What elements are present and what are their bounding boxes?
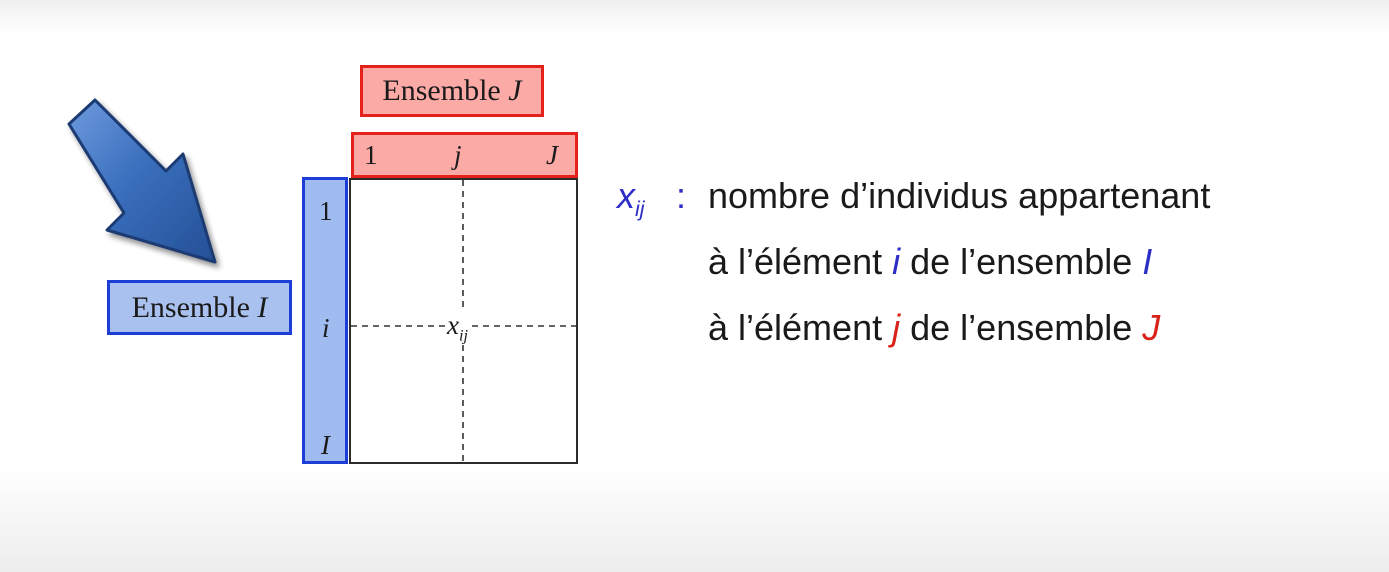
matrix-cell-sub: ij xyxy=(458,326,468,345)
ensemble-i-label: Ensemble I xyxy=(107,280,292,335)
definition-colon: : xyxy=(676,175,687,216)
definition-symbol-sub: ij xyxy=(635,196,645,222)
definition-line-2-set: I xyxy=(1142,241,1153,282)
definition-symbol-base: x xyxy=(617,175,635,216)
ensemble-j-label-var: J xyxy=(508,74,522,107)
ensemble-j-label-text: Ensemble xyxy=(382,74,501,107)
column-index-first: 1 xyxy=(364,140,378,170)
ensemble-i-label-text: Ensemble xyxy=(131,290,250,324)
row-index-first: 1 xyxy=(319,196,333,226)
ensemble-i-index-bar xyxy=(302,177,348,464)
definition-line-2-var: i xyxy=(892,241,901,282)
definition-line-1: nombre d’individus appartenant xyxy=(708,178,1210,214)
definition-line-2: à l’élément i de l’ensemble I xyxy=(708,244,1152,280)
column-index-last: J xyxy=(546,140,558,170)
ensemble-i-label-var: I xyxy=(257,290,268,324)
row-index-last: I xyxy=(321,430,330,460)
matrix-cell-xij: xij xyxy=(445,312,470,344)
row-index-i: i xyxy=(322,313,330,343)
column-index-j: j xyxy=(454,140,462,170)
arrow-down-right-icon xyxy=(67,98,217,264)
definition-line-3: à l’élément j de l’ensemble J xyxy=(708,310,1160,346)
definition-line-3-mid: de l’ensemble xyxy=(910,307,1133,348)
ensemble-j-index-bar xyxy=(351,132,578,178)
definition-line-3-pre: à l’élément xyxy=(708,307,883,348)
definition-line-2-pre: à l’élément xyxy=(708,241,883,282)
definition-line-3-var: j xyxy=(892,307,901,348)
ensemble-j-label: Ensemble J xyxy=(360,65,544,117)
definition-line-3-set: J xyxy=(1142,307,1161,348)
definition-line-2-mid: de l’ensemble xyxy=(910,241,1133,282)
matrix-cell-base: x xyxy=(447,310,459,340)
definition-symbol: xij xyxy=(617,178,645,220)
definition-line-1-text: nombre d’individus appartenant xyxy=(708,175,1211,216)
